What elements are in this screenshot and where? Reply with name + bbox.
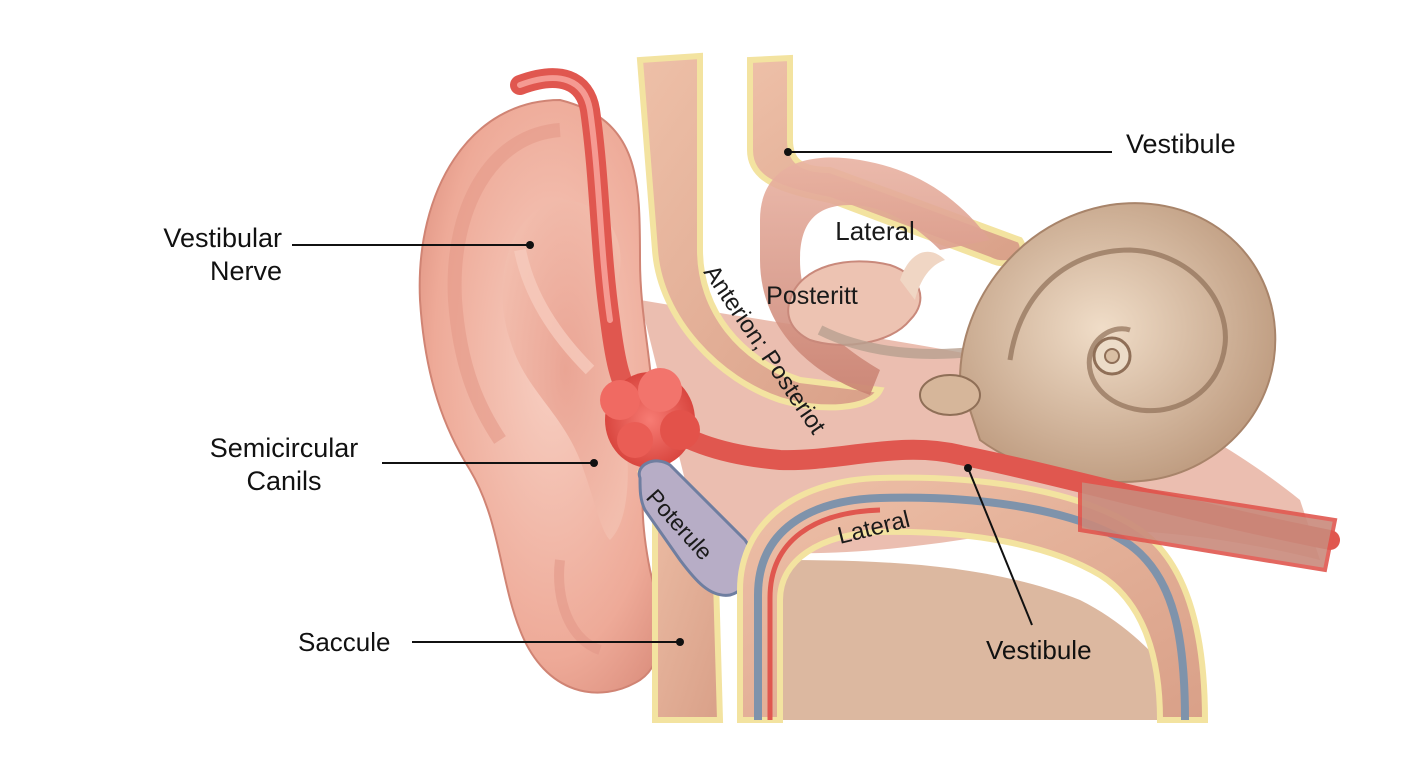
label-lateral-top: Lateral xyxy=(835,216,915,246)
label-saccule-text: Saccule xyxy=(298,627,391,657)
leader-dots xyxy=(526,148,972,646)
label-vestibular-nerve-line1: Vestibular xyxy=(163,223,282,253)
facial-nerve-highlight xyxy=(517,75,613,323)
label-saccule: Saccule xyxy=(298,626,391,659)
label-vestibular-nerve-line2: Nerve xyxy=(209,256,282,286)
red-vessel-lower xyxy=(767,507,881,720)
leader-vestibule-bottom xyxy=(967,467,1033,626)
label-vestibular-nerve: Vestibular Nerve xyxy=(163,222,282,288)
helix-fold xyxy=(447,123,561,444)
label-vestibule-top-text: Vestibule xyxy=(1126,129,1236,159)
bone-column-upper xyxy=(636,52,885,411)
antihelix xyxy=(514,248,595,375)
earlobe-shadow xyxy=(554,559,602,655)
lower-tissue xyxy=(740,560,1200,720)
leader-lines xyxy=(292,151,1112,643)
dot-semicircular xyxy=(590,459,598,467)
label-vestibule-top: Vestibule xyxy=(1126,128,1236,161)
dot-vestibule-top xyxy=(784,148,792,156)
label-posterior-upper: Posteritt xyxy=(766,282,858,310)
dot-vestibular-nerve xyxy=(526,241,534,249)
label-semicircular-line2: Canils xyxy=(246,466,322,496)
cochlea xyxy=(919,202,1277,483)
dot-vestibule-bottom xyxy=(964,464,972,472)
poterule-capsule xyxy=(637,459,754,597)
label-vestibule-bottom: Vestibule xyxy=(986,634,1092,667)
canal-bottom-outer xyxy=(737,474,1209,723)
nerve-ganglion xyxy=(600,368,700,468)
blue-vessel xyxy=(754,493,1189,721)
dot-saccule xyxy=(676,638,684,646)
label-vestibule-bottom-text: Vestibule xyxy=(986,635,1092,665)
nerve-trunk-right xyxy=(1078,477,1338,573)
utricle xyxy=(787,260,922,346)
label-semicircular-line1: Semicircular xyxy=(209,433,359,463)
vestibule-hook xyxy=(900,251,945,300)
label-semicircular-canals: Semicircular Canils xyxy=(196,432,372,498)
